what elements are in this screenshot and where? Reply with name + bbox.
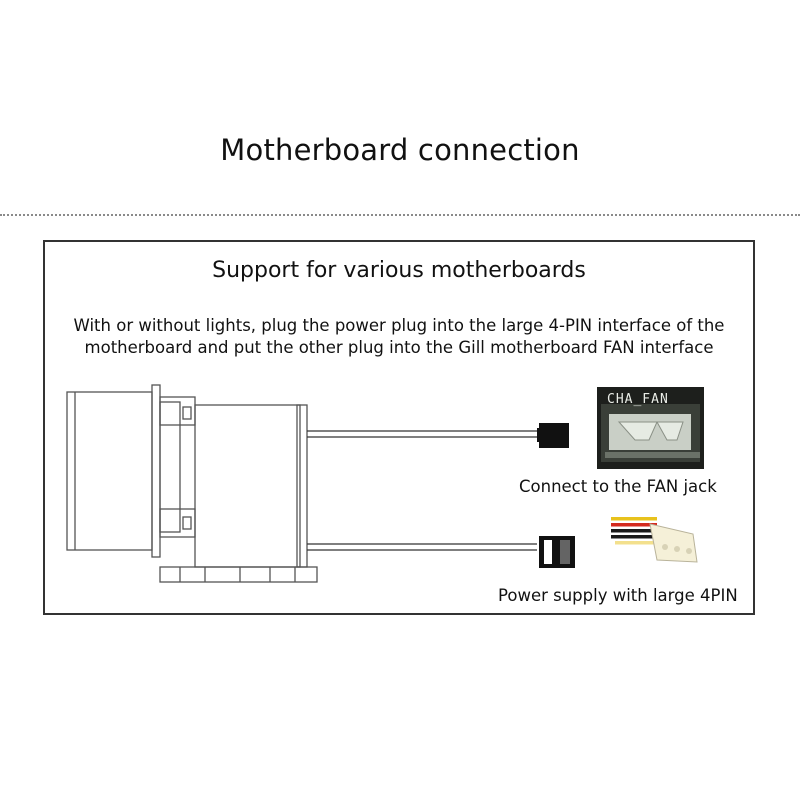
description-line-2: motherboard and put the other plug into … [84,338,714,357]
cha-fan-header-photo: CHA_FAN [597,387,704,469]
pump-unit-illustration [66,384,318,583]
power-cable [307,543,537,551]
fan-jack-label: Connect to the FAN jack [519,477,717,496]
connection-diagram: CHA_FAN [66,384,704,583]
fan-plug-icon [539,423,569,448]
power-supply-label: Power supply with large 4PIN [498,586,738,605]
dotted-divider [0,214,800,216]
cha-fan-silkscreen: CHA_FAN [607,392,669,407]
page-title: Motherboard connection [220,133,580,167]
panel-heading: Support for various motherboards [212,258,586,283]
info-panel: Support for various motherboards With or… [43,240,755,615]
description-line-1: With or without lights, plug the power p… [73,316,725,335]
molex-connector-photo [611,517,698,563]
panel-description: With or without lights, plug the power p… [45,315,753,359]
fan-cable [307,430,537,438]
